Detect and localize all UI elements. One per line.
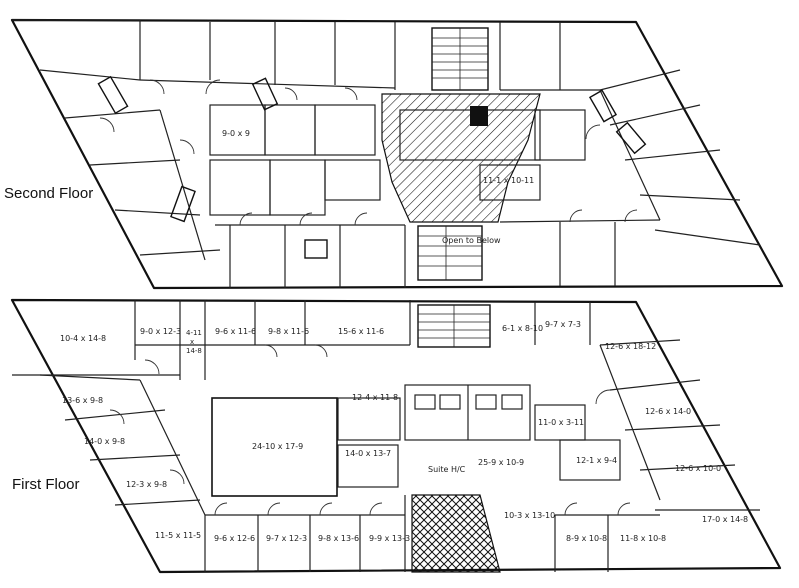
- second-floor-stair-lower: [417, 225, 483, 281]
- room-label: 11-1 x 10-11: [483, 176, 534, 185]
- room-label: Suite H/C: [428, 465, 466, 474]
- room-label: 9-7 x 12-3: [266, 534, 307, 543]
- second-floor-left-offices: [39, 69, 221, 261]
- first-floor-right-offices: [559, 339, 760, 511]
- second-floor-outline: [10, 18, 784, 290]
- first-floor-outline: [10, 298, 782, 574]
- first-floor-left-offices: [39, 374, 206, 516]
- first-floor-conference-room: [211, 397, 338, 497]
- second-floor-top-offices: [12, 19, 600, 91]
- room-label: 12-6 x 10-0: [675, 464, 721, 473]
- first-floor-plan: First Floor 10-4 x 14-8 9-0 x 12-3 4-11 …: [10, 298, 782, 574]
- room-label: 9-8 x 11-6: [268, 327, 309, 336]
- room-label: 9-6 x 12-6: [214, 534, 255, 543]
- room-label: 6-1 x 8-10: [502, 324, 543, 333]
- room-label: Open to Below: [442, 236, 501, 245]
- room-label: 12-1 x 9-4: [576, 456, 617, 465]
- second-floor-label: Second Floor: [4, 185, 93, 202]
- room-label: 9-9 x 13-3: [369, 534, 410, 543]
- first-floor-label: First Floor: [12, 476, 80, 493]
- room-label: 10-3 x 13-10: [504, 511, 555, 520]
- room-label: 11-8 x 10-8: [620, 534, 666, 543]
- room-label: 25-9 x 10-9: [478, 458, 524, 467]
- second-floor-atrium: [381, 93, 541, 223]
- room-label: 9-7 x 7-3: [545, 320, 581, 329]
- room-label: 11-0 x 3-11: [538, 418, 584, 427]
- first-floor-room: [337, 397, 401, 441]
- room-label: 11-5 x 11-5: [155, 531, 201, 540]
- room-label: 4-11: [186, 329, 202, 337]
- second-floor-center-rooms: [209, 104, 586, 216]
- room-label: x: [190, 338, 194, 346]
- second-floor-bottom-offices: [215, 219, 661, 288]
- room-label: 9-0 x 9: [222, 129, 250, 138]
- room-label: 15-6 x 11-6: [338, 327, 384, 336]
- first-floor-entry: [411, 494, 501, 573]
- first-floor-room: [337, 444, 399, 488]
- room-label: 12-6 x 14-0: [645, 407, 691, 416]
- room-label: 9-8 x 13-6: [318, 534, 359, 543]
- room-label: 9-0 x 12-3: [140, 327, 181, 336]
- room-label: 14-8: [186, 347, 202, 355]
- room-label: 17-0 x 14-8: [702, 515, 748, 524]
- room-label: 24-10 x 17-9: [252, 442, 303, 451]
- first-floor-bottom-offices: [204, 495, 660, 572]
- room-label: 10-4 x 14-8: [60, 334, 106, 343]
- room-label: 13-6 x 9-8: [62, 396, 103, 405]
- room-label: 8-9 x 10-8: [566, 534, 607, 543]
- room-label: 12-3 x 9-8: [126, 480, 167, 489]
- second-floor-plan: Second Floor 9-0 x 9 11-1 x 10-11 Open t…: [4, 18, 784, 290]
- first-floor-restrooms: [404, 384, 586, 441]
- room-label: 12-6 x 18-12: [605, 342, 656, 351]
- second-floor-right-offices: [599, 69, 761, 246]
- second-floor-doors: [99, 79, 638, 226]
- second-floor-furniture: [97, 75, 647, 259]
- room-label: 9-6 x 11-6: [215, 327, 256, 336]
- room-label: 14-0 x 13-7: [345, 449, 391, 458]
- room-label: 12-4 x 11-8: [352, 393, 398, 402]
- first-floor-doors: [109, 344, 631, 516]
- room-label: 14-0 x 9-8: [84, 437, 125, 446]
